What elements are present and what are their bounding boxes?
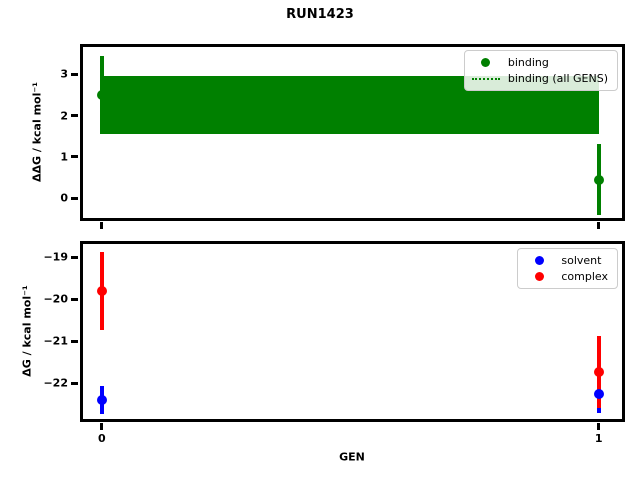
- y-tick-mark: [71, 114, 78, 118]
- dot-marker-icon: [481, 58, 491, 67]
- figure-title: RUN1423: [286, 7, 354, 22]
- y-tick-mark: [71, 339, 78, 343]
- y-tick-mark: [71, 255, 78, 259]
- y-tick-label: 1: [60, 150, 68, 164]
- y-axis-label-energy: ΔG / kcal mol⁻¹: [20, 285, 34, 377]
- y-tick-label: −20: [43, 292, 68, 306]
- y-tick-mark: [71, 297, 78, 301]
- y-tick-mark: [71, 381, 78, 385]
- dotted-line-icon: [471, 77, 500, 80]
- data-point-solvent: [96, 394, 107, 405]
- plot-area-binding: 3 2 1 0 binding binding (all GENS): [60, 44, 625, 229]
- data-point-binding: [593, 174, 604, 185]
- x-tick-label: 0: [98, 432, 106, 445]
- data-point-complex: [96, 285, 107, 296]
- x-tick-mark: [597, 222, 601, 229]
- legend-dot-icon: [471, 58, 501, 67]
- y-tick-mark: [71, 72, 78, 76]
- legend: binding binding (all GENS): [463, 50, 618, 91]
- legend-item: complex: [524, 270, 608, 283]
- y-tick-mark: [71, 196, 78, 200]
- legend-label: binding (all GENS): [507, 72, 608, 85]
- legend-label: complex: [561, 270, 608, 283]
- dot-marker-icon: [534, 272, 544, 281]
- legend-item: solvent: [524, 254, 608, 267]
- legend-label: solvent: [561, 254, 602, 267]
- x-axis-label: GEN: [339, 450, 365, 464]
- data-point-complex: [593, 366, 604, 377]
- y-axis-label-binding: ΔΔG / kcal mol⁻¹: [30, 81, 44, 183]
- y-tick-label: −19: [43, 250, 68, 264]
- x-tick-mark: [100, 423, 104, 430]
- y-tick-label: 2: [60, 109, 68, 123]
- legend-dotted-line-icon: [471, 77, 501, 80]
- y-tick-label: −22: [43, 376, 68, 390]
- y-tick-mark: [71, 155, 78, 159]
- x-tick-label: 1: [594, 432, 603, 445]
- y-tick-label: 3: [60, 67, 68, 81]
- legend-item: binding (all GENS): [471, 72, 608, 85]
- x-tick-mark: [597, 423, 601, 430]
- legend-dot-icon: [524, 256, 554, 265]
- x-tick-mark: [100, 222, 104, 229]
- legend-dot-icon: [524, 272, 554, 281]
- legend-item: binding: [471, 56, 608, 69]
- legend-label: binding: [507, 56, 549, 69]
- y-tick-label: −21: [43, 334, 68, 348]
- dot-marker-icon: [534, 256, 544, 265]
- y-tick-label: 0: [60, 191, 68, 205]
- plot-area-energy: −19 −20 −21 −22 0 1 solvent complex: [43, 241, 625, 445]
- legend: solvent complex: [517, 248, 618, 289]
- data-point-binding: [96, 89, 107, 100]
- data-point-solvent: [593, 388, 604, 399]
